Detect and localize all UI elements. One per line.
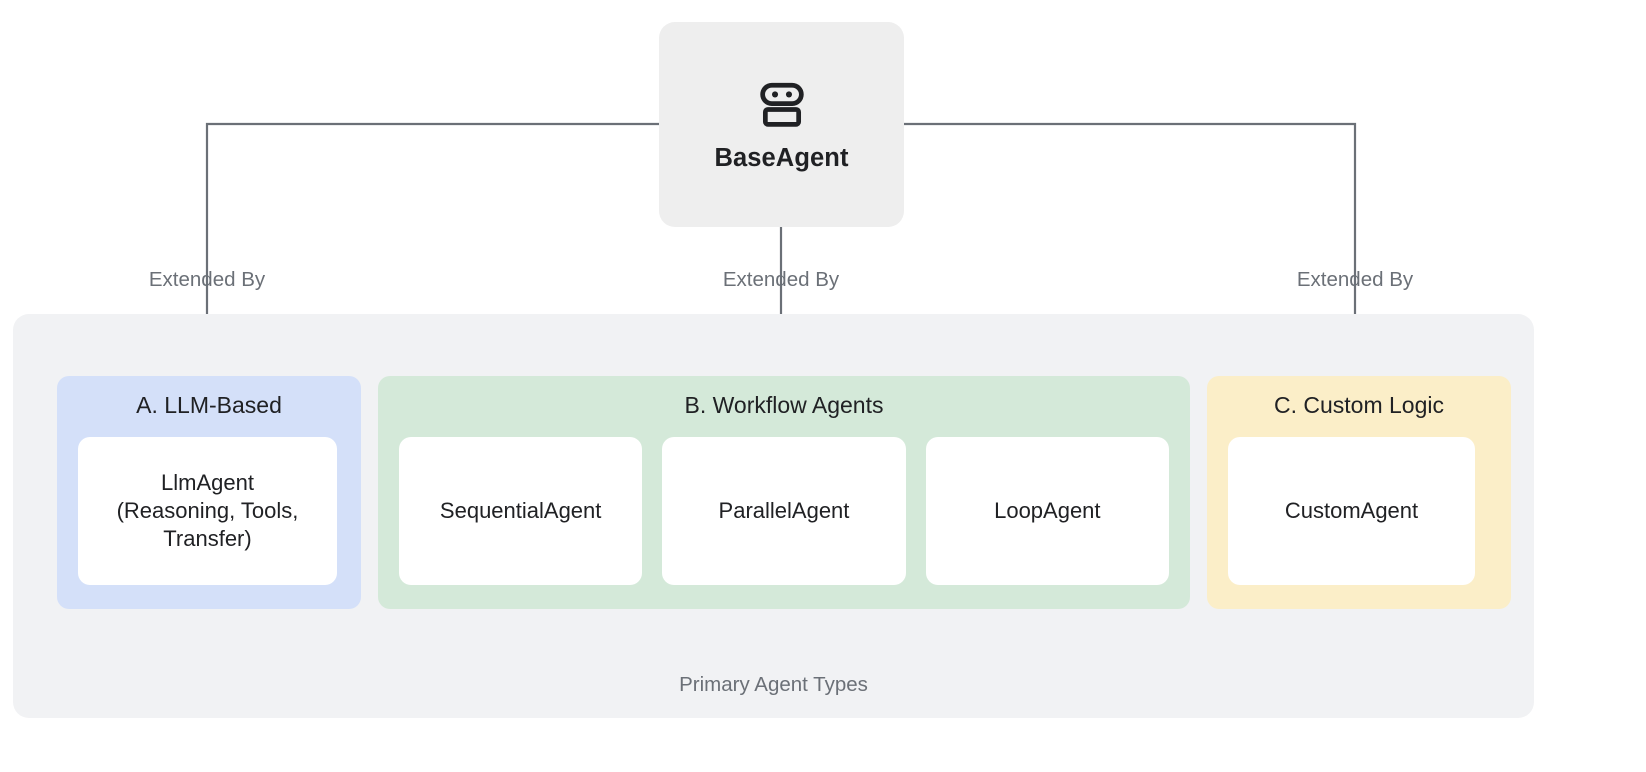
group-caption: Primary Agent Types [679, 672, 868, 696]
card-sequential-agent[interactable]: SequentialAgent [399, 437, 643, 585]
edge-label-extended-by-custom-logic: Extended By [1296, 268, 1414, 291]
panels-row: A. LLM-Based LlmAgent(Reasoning, Tools,T… [57, 376, 1511, 609]
panel-llm-based-cards: LlmAgent(Reasoning, Tools,Transfer) [78, 437, 340, 585]
card-parallel-agent[interactable]: ParallelAgent [662, 437, 906, 585]
panel-workflow-agents-cards: SequentialAgent ParallelAgent LoopAgent [399, 437, 1169, 585]
node-base-agent[interactable]: BaseAgent [659, 22, 904, 227]
node-base-agent-label: BaseAgent [714, 143, 849, 172]
panel-llm-based-title: A. LLM-Based [136, 392, 282, 418]
edge-label-extended-by-workflow-agents: Extended By [722, 268, 840, 291]
card-llm-agent[interactable]: LlmAgent(Reasoning, Tools,Transfer) [78, 437, 337, 585]
panel-workflow-agents[interactable]: B. Workflow Agents SequentialAgent Paral… [378, 376, 1190, 609]
edge-label-extended-by-llm-based: Extended By [148, 268, 266, 291]
group-primary-agent-types: A. LLM-Based LlmAgent(Reasoning, Tools,T… [13, 314, 1534, 718]
card-custom-agent[interactable]: CustomAgent [1228, 437, 1475, 585]
panel-custom-logic[interactable]: C. Custom Logic CustomAgent [1207, 376, 1511, 609]
robot-icon [755, 78, 809, 132]
panel-workflow-agents-title: B. Workflow Agents [684, 392, 884, 418]
panel-llm-based[interactable]: A. LLM-Based LlmAgent(Reasoning, Tools,T… [57, 376, 361, 609]
panel-custom-logic-cards: CustomAgent [1228, 437, 1490, 585]
card-loop-agent[interactable]: LoopAgent [925, 437, 1169, 585]
panel-custom-logic-title: C. Custom Logic [1273, 392, 1444, 418]
